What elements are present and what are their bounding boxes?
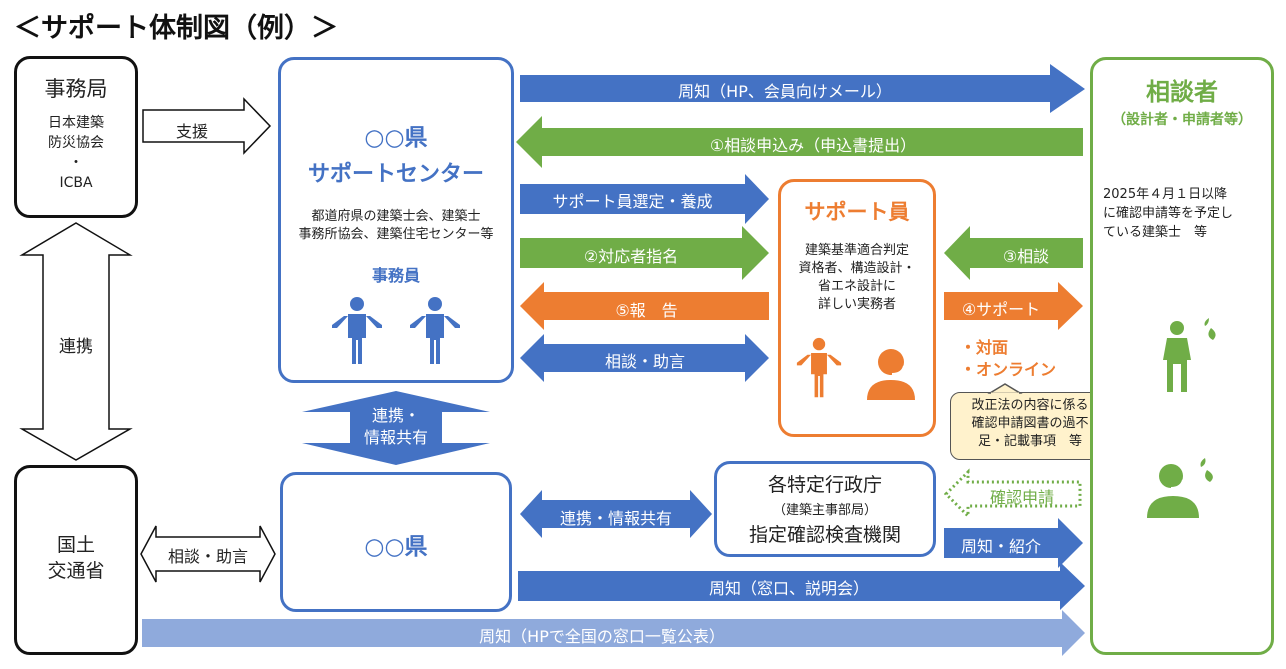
- support-mode-online: ・オンライン: [960, 360, 1057, 379]
- advice-arrow: [520, 334, 769, 382]
- notice-window-arrow: [518, 562, 1085, 610]
- mlit-pref-arrow: [140, 525, 276, 583]
- support-center-desc1: 都道府県の建築士会、建築士: [311, 209, 481, 224]
- notice-intro-label: 周知・紹介: [960, 537, 1041, 556]
- select-train-label: サポート員選定・養成: [552, 192, 713, 211]
- supporter-desc4: 詳しい実務者: [817, 297, 896, 312]
- assign-arrow: [520, 226, 769, 280]
- mlit-box: 国土 交通省: [14, 465, 138, 655]
- pref-authority-arrow: [520, 490, 712, 538]
- notice-national-arrow: [142, 610, 1085, 656]
- secretariat-org-line3: ICBA: [59, 175, 93, 191]
- authority-box: 各特定行政庁 （建築主事部局） 指定確認検査機関: [714, 461, 936, 557]
- notice-national-label: 周知（HPで全国の窓口一覧公表）: [479, 627, 725, 646]
- staff-label: 事務員: [371, 266, 420, 285]
- consultant-desc3: ている建築士 等: [1103, 225, 1208, 240]
- support-arrow-label: 支援: [175, 122, 208, 141]
- cooperation-arrow: [19, 222, 133, 461]
- page-title: ＜サポート体制図（例）＞: [14, 13, 338, 44]
- person-icon: [332, 297, 382, 364]
- authority-line3: 指定確認検査機関: [748, 524, 901, 546]
- mlit-line1: 国土: [56, 534, 95, 556]
- authority-line1: 各特定行政庁: [767, 474, 882, 496]
- worried-operator-icon: [1147, 458, 1213, 518]
- callout-line1: 改正法の内容に係る: [971, 398, 1089, 413]
- mlit-line2: 交通省: [47, 560, 105, 582]
- center-pref-arrow-line2: 情報共有: [363, 428, 428, 447]
- secretariat-dot: ・: [69, 155, 83, 171]
- support-center-name-line1: ○○県: [364, 125, 428, 151]
- center-pref-arrow: [302, 391, 490, 465]
- center-pref-arrow-line1: 連携・: [371, 406, 420, 425]
- notice-window-label: 周知（窓口、説明会）: [708, 579, 869, 598]
- advice-label: 相談・助言: [604, 352, 685, 371]
- consultant-box: 相談者 （設計者・申請者等） 2025年４月１日以降 に確認申請等を予定し てい…: [1090, 57, 1274, 655]
- consultant-title: 相談者: [1146, 78, 1218, 106]
- callout-line3: 足・記載事項 等: [977, 434, 1082, 449]
- application-label: 確認申請: [989, 488, 1054, 507]
- consultant-subtitle: （設計者・申請者等）: [1112, 112, 1252, 128]
- person-icon: [796, 337, 842, 398]
- support-arrow: [142, 97, 272, 155]
- report-arrow: [520, 282, 769, 330]
- report-label: ⑤報 告: [615, 301, 678, 320]
- support-action-arrow: [944, 282, 1083, 330]
- callout-line2: 確認申請図書の過不: [971, 416, 1089, 431]
- consult-arrow: [944, 226, 1083, 280]
- support-center-box: ○○県 サポートセンター 都道府県の建築士会、建築士 事務所協会、建築住宅センタ…: [278, 57, 514, 383]
- callout-pointer: [987, 383, 1023, 395]
- apply-label: ①相談申込み（申込書提出）: [709, 136, 917, 155]
- secretariat-title: 事務局: [44, 77, 108, 101]
- supporter-desc3: 省エネ設計に: [817, 279, 896, 294]
- prefecture-label: ○○県: [364, 534, 428, 560]
- secretariat-org-line1: 日本建築: [48, 115, 104, 131]
- person-icon: [410, 297, 460, 364]
- supporter-desc1: 建築基準適合判定: [804, 243, 909, 258]
- support-mode-in-person: ・対面: [960, 338, 1009, 357]
- callout-note: 改正法の内容に係る 確認申請図書の過不 足・記載事項 等: [950, 392, 1110, 460]
- pref-authority-label: 連携・情報共有: [559, 509, 672, 528]
- notice-intro-arrow: [944, 518, 1083, 568]
- secretariat-box: 事務局 日本建築 防災協会 ・ ICBA: [14, 56, 138, 218]
- prefecture-box: ○○県: [280, 472, 512, 612]
- mlit-arrow-label: 相談・助言: [167, 547, 248, 566]
- support-action-label: ④サポート: [961, 300, 1041, 319]
- support-center-desc2: 事務所協会、建築住宅センター等: [298, 227, 494, 242]
- supporter-desc2: 資格者、構造設計・: [798, 261, 916, 276]
- assign-label: ②対応者指名: [583, 247, 679, 266]
- apply-arrow: [516, 116, 1083, 168]
- notice-hp-mail-arrow: [520, 64, 1085, 113]
- consultant-desc1: 2025年４月１日以降: [1103, 187, 1228, 202]
- select-train-arrow: [520, 174, 769, 224]
- headset-operator-icon: [867, 346, 915, 400]
- support-center-name-line2: サポートセンター: [307, 162, 484, 187]
- application-arrow: [943, 468, 1082, 520]
- consultant-desc2: に確認申請等を予定し: [1103, 206, 1234, 221]
- consult-label: ③相談: [1002, 247, 1050, 266]
- supporter-box: サポート員 建築基準適合判定 資格者、構造設計・ 省エネ設計に 詳しい実務者: [778, 179, 936, 437]
- supporter-title: サポート員: [804, 200, 910, 224]
- support-modes: ・対面 ・オンライン: [960, 337, 1056, 381]
- authority-line2: （建築主事部局）: [772, 503, 877, 518]
- cooperation-arrow-label: 連携: [59, 337, 93, 357]
- worried-person-icon: [1163, 318, 1216, 392]
- secretariat-org-line2: 防災協会: [48, 135, 104, 151]
- notice-hp-mail-label: 周知（HP、会員向けメール）: [678, 82, 892, 101]
